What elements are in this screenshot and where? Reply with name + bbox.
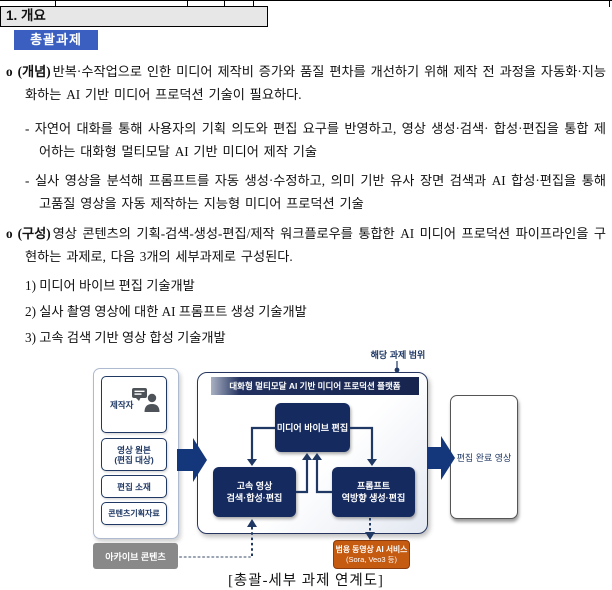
figure-caption: [총괄-세부 과제 연계도] xyxy=(228,573,384,589)
content-plan-label: 콘텐츠기획자료 xyxy=(108,508,160,518)
top-table-border xyxy=(0,0,612,1)
dash-item-1: - 자연어 대화를 통해 사용자의 기획 의도와 편집 요구를 반영하고, 영상… xyxy=(25,117,606,163)
scope-label: 해당 과제 범위 xyxy=(370,350,426,360)
concept-text: 반복·수작업으로 인한 미디어 제작비 증가와 품질 편차를 개선하기 위해 제… xyxy=(25,64,606,102)
concept-label: (개념) xyxy=(17,64,51,79)
dash1-text: 자연어 대화를 통해 사용자의 기획 의도와 편집 요구를 반영하고, 영상 생… xyxy=(34,121,606,159)
composition-text: 영상 콘텐츠의 기획-검색-생성-편집/제작 워크플로우를 통합한 AI 미디어… xyxy=(25,226,606,264)
edit-material-label: 편집 소재 xyxy=(117,481,151,492)
dash-mark: - xyxy=(25,121,30,136)
fast-video-search-box: 고속 영상 검색·합성·편집 xyxy=(213,467,296,517)
content-plan-box: 콘텐츠기획자료 xyxy=(101,502,167,525)
fast-video-search-line2: 검색·합성·편집 xyxy=(226,493,283,503)
subtask-item-2: 2) 실사 촬영 영상에 대한 AI 프롬프트 생성 기술개발 xyxy=(25,304,307,319)
section-header: 1. 개요 xyxy=(0,6,268,27)
archive-content-box: 아카이브 콘텐츠 xyxy=(93,543,178,569)
video-source-line1: 영상 원본 xyxy=(117,444,151,455)
prompt-reverse-line1: 프롬프트 xyxy=(356,481,391,491)
output-video-box: 편집 완료 영상 xyxy=(450,395,518,519)
archive-content-label: 아카이브 콘텐츠 xyxy=(105,551,166,562)
table-tick xyxy=(224,0,225,7)
producer-box: 제작자 xyxy=(101,376,167,433)
table-tick xyxy=(253,0,254,7)
fast-video-search-line1: 고속 영상 xyxy=(236,481,273,491)
edit-material-box: 편집 소재 xyxy=(101,475,167,498)
media-vibe-edit-box: 미디어 바이브 편집 xyxy=(275,403,350,452)
bullet: o xyxy=(6,64,13,79)
concept-paragraph: o (개념)반복·수작업으로 인한 미디어 제작비 증가와 품질 편차를 개선하기… xyxy=(6,60,606,106)
output-video-label: 편집 완료 영상 xyxy=(456,452,512,463)
video-source-box: 영상 원본 (편집 대상) xyxy=(101,438,167,471)
platform-title: 대화형 멀티모달 AI 기반 미디어 프로덕션 플랫폼 xyxy=(229,381,401,391)
composition-paragraph: o (구성)영상 콘텐츠의 기획-검색-생성-편집/제작 워크플로우를 통합한 A… xyxy=(6,222,606,268)
ai-service-line2: (Sora, Veo3 등) xyxy=(345,554,398,564)
table-tick xyxy=(609,0,610,7)
badge-label: 총괄과제 xyxy=(30,32,82,47)
person-chat-icon xyxy=(132,388,160,412)
overall-project-badge: 총괄과제 xyxy=(14,30,98,50)
subtask-item-1: 1) 미디어 바이브 편집 기술개발 xyxy=(25,278,195,293)
platform-title-bar: 대화형 멀티모달 AI 기반 미디어 프로덕션 플랫폼 xyxy=(211,377,419,395)
subtask-item-3: 3) 고속 검색 기반 영상 합성 기술개발 xyxy=(25,330,226,345)
dash-mark: - xyxy=(25,173,30,188)
table-tick xyxy=(187,0,188,7)
video-source-line2: (편집 대상) xyxy=(114,454,154,465)
ai-service-box: 범용 동영상 AI 서비스 (Sora, Veo3 등) xyxy=(333,540,410,569)
table-tick xyxy=(55,0,56,7)
ai-service-line1: 범용 동영상 AI 서비스 xyxy=(335,544,408,554)
bullet: o xyxy=(6,226,13,241)
composition-label: (구성) xyxy=(17,226,51,241)
dash-item-2: - 실사 영상을 분석해 프롬프트를 자동 생성·수정하고, 의미 기반 유사 … xyxy=(25,169,606,215)
prompt-reverse-box: 프롬프트 역방향 생성·편집 xyxy=(332,467,415,517)
dash2-text: 실사 영상을 분석해 프롬프트를 자동 생성·수정하고, 의미 기반 유사 장면… xyxy=(34,173,606,211)
media-vibe-edit-label: 미디어 바이브 편집 xyxy=(276,422,349,433)
prompt-reverse-line2: 역방향 생성·편집 xyxy=(341,493,406,503)
section-title: 1. 개요 xyxy=(6,8,46,23)
producer-label: 제작자 xyxy=(110,399,134,410)
